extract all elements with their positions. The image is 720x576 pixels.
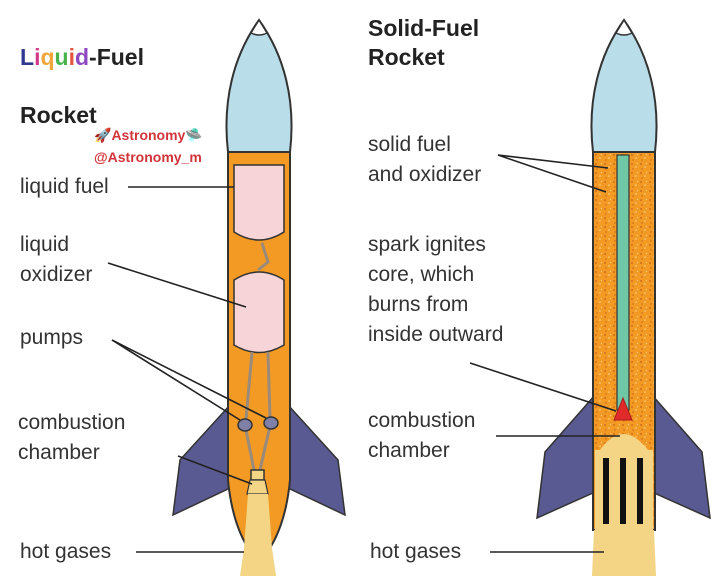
liquid-title-letter: q [40,44,55,70]
liquid-title-letter: i [68,44,75,70]
label-liquid-hot-gases: hot gases [20,540,112,563]
pump-right [263,416,279,430]
liquid-nose-cone [225,18,293,153]
solid-leader-lines [469,154,620,553]
leader-pump-2 [111,339,267,419]
pump-left [237,418,253,432]
leader-pump-1 [111,339,241,421]
solid-nose-tip [614,18,634,36]
liquid-nozzle [246,479,269,495]
ufo-icon: 🛸 [185,127,203,143]
leader-solid-fuel-2 [497,154,607,193]
solid-bar-3 [637,458,643,524]
pump-pipes [244,351,272,471]
watermark: 🚀Astronomy🛸 @Astronomy_m [94,124,203,168]
liquid-title-letter: d [74,44,90,70]
liquid-combustion-chamber [250,469,265,481]
liquid-right-fin [287,403,346,517]
liquid-title-letter: L [20,44,35,70]
spark-icon [613,396,633,421]
label-spark: spark ignites core, which burns from ins… [368,233,504,346]
label-liquid-fuel: liquid fuel [20,175,109,198]
leader-spark [469,362,617,412]
liquid-title-colored: Liquid [20,44,89,70]
liquid-oxidizer-tank [233,271,285,354]
fuel-pipe [257,242,270,272]
label-pumps: pumps [20,326,84,349]
solid-nose-cone [590,18,658,153]
solid-bar-2 [620,458,626,524]
label-solid-hot-gases: hot gases [370,540,462,563]
liquid-title-line2: Rocket [20,102,97,128]
liquid-title-letter: i [34,44,41,70]
solid-left-fin [536,393,596,520]
leader-liquid-combustion [177,455,253,485]
liquid-rocket [172,18,346,576]
solid-rocket [536,18,711,576]
solid-right-fin [651,393,711,520]
leader-solid-fuel-1 [497,154,609,169]
liquid-fuel-tank [233,164,285,241]
watermark-line1: Astronomy [111,127,186,143]
watermark-line2: @Astronomy_m [94,149,202,165]
solid-title: Solid-Fuel Rocket [368,15,480,70]
label-solid-fuel: solid fuel and oxidizer [368,133,482,186]
rocket-icon: 🚀 [94,127,112,143]
liquid-nose-tip [249,18,269,36]
liquid-leader-lines [107,186,267,553]
solid-exhaust [592,530,656,576]
solid-bar-1 [603,458,609,524]
leader-liquid-oxidizer [107,262,247,308]
liquid-left-fin [172,403,231,517]
liquid-title-rest: -Fuel [89,44,144,70]
liquid-title-letter: u [54,44,69,70]
solid-combustion-glow [600,434,648,450]
label-liquid-oxidizer: liquid oxidizer [20,233,93,286]
solid-core [616,154,630,411]
label-solid-combustion: combustion chamber [368,409,476,462]
liquid-title: Liquid-Fuel Rocket [20,14,144,130]
label-liquid-combustion: combustion chamber [18,411,126,464]
liquid-exhaust [240,494,276,576]
